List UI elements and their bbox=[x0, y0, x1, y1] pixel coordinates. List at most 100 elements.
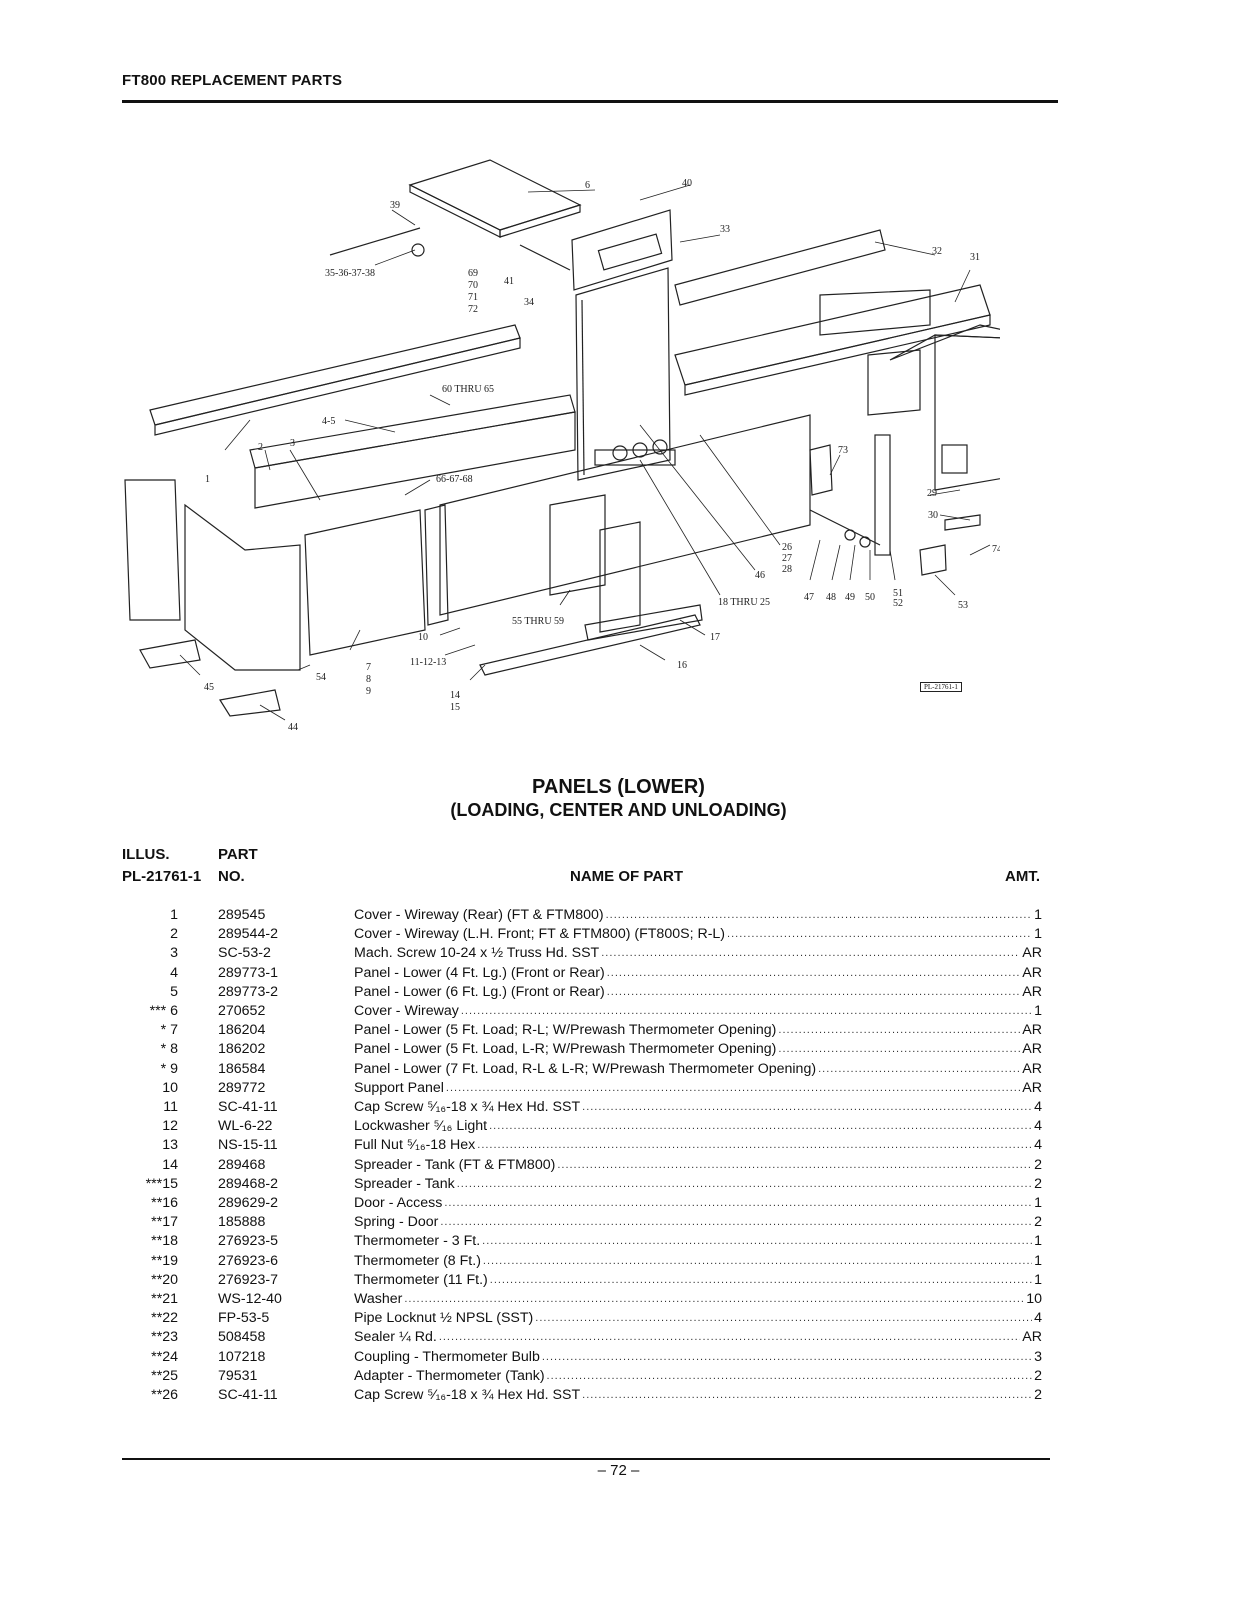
bracket-part bbox=[139, 639, 201, 669]
part-name-cell: Full Nut ⁵⁄₁₆-18 Hex 4 bbox=[354, 1136, 1042, 1155]
part-name-cell: Washer10 bbox=[354, 1290, 1042, 1309]
part-name-cell: Door - Access1 bbox=[354, 1194, 1042, 1213]
illus-number: 12 bbox=[162, 1118, 178, 1135]
illus-number: ***15 bbox=[145, 1175, 178, 1192]
rear-wireway-part bbox=[674, 229, 886, 306]
part-name-cell: Panel - Lower (5 Ft. Load, L-R; W/Prewas… bbox=[354, 1040, 1042, 1059]
leader-dots bbox=[535, 1309, 1032, 1328]
part-number: SC-41-11 bbox=[218, 1099, 278, 1116]
callout-label: 46 bbox=[755, 570, 765, 581]
part-name-cell: Spreader - Tank 2 bbox=[354, 1175, 1042, 1194]
table-row: ***15 289468-2 Spreader - Tank 2 bbox=[122, 1175, 1042, 1194]
leader-dots bbox=[404, 1290, 1024, 1309]
callout-label: 11-12-13 bbox=[410, 657, 446, 668]
callout-label: 66-67-68 bbox=[436, 474, 473, 485]
leader-dots bbox=[542, 1348, 1032, 1367]
leader-dots bbox=[778, 1040, 1020, 1059]
part-number: WS-12-40 bbox=[218, 1291, 282, 1308]
part-name: Cover - Wireway (L.H. Front; FT & FTM800… bbox=[354, 926, 726, 943]
part-amount: 1 bbox=[1034, 907, 1042, 923]
callout-label: 17 bbox=[710, 632, 720, 643]
callout-label: 31 bbox=[970, 252, 980, 263]
part-amount: 2 bbox=[1034, 1214, 1042, 1231]
part-name: Thermometer (11 Ft.) bbox=[354, 1271, 488, 1288]
part-name: Cover - Wireway bbox=[354, 1003, 459, 1020]
illus-number: **18 bbox=[151, 1233, 178, 1250]
part-name-cell: Mach. Screw 10-24 x ½ Truss Hd. SSTAR bbox=[354, 944, 1042, 963]
part-number: 289544-2 bbox=[218, 926, 278, 943]
page-number: – 72 – bbox=[597, 1462, 640, 1479]
col-part-line2: NO. bbox=[218, 868, 245, 885]
part-amount: AR bbox=[1022, 1329, 1042, 1346]
part-name: Panel - Lower (4 Ft. Lg.) (Front or Rear… bbox=[354, 964, 605, 981]
table-row: **21 WS-12-40 Washer10 bbox=[122, 1290, 1042, 1309]
part-number: 276923-6 bbox=[218, 1252, 278, 1269]
leader-dots bbox=[477, 1136, 1032, 1155]
col-amount: AMT. bbox=[1005, 868, 1040, 885]
part-name-cell: Thermometer (11 Ft.)1 bbox=[354, 1271, 1042, 1290]
part-number: SC-53-2 bbox=[218, 945, 271, 962]
part-amount: 2 bbox=[1034, 1156, 1042, 1173]
part-number: 289468-2 bbox=[218, 1175, 278, 1192]
callout-label: 35-36-37-38 bbox=[325, 268, 375, 279]
col-name-of-part: NAME OF PART bbox=[570, 868, 684, 885]
callout-label: 14 bbox=[450, 690, 460, 701]
part-name: Pipe Locknut ½ NPSL (SST) bbox=[354, 1310, 534, 1327]
illus-number: 4 bbox=[170, 964, 178, 981]
part-number: 508458 bbox=[218, 1329, 266, 1346]
col-illus-line2: PL-21761-1 bbox=[122, 868, 202, 885]
part-name-cell: Cover - Wireway (Rear) (FT & FTM800)1 bbox=[354, 906, 1042, 925]
callout-label: 4-5 bbox=[322, 416, 335, 427]
part-name: Panel - Lower (6 Ft. Lg.) (Front or Rear… bbox=[354, 983, 605, 1000]
leader-dots bbox=[440, 1213, 1032, 1232]
illus-number: **19 bbox=[151, 1252, 178, 1269]
leader-dots bbox=[818, 1060, 1020, 1079]
part-name-cell: Panel - Lower (4 Ft. Lg.) (Front or Rear… bbox=[354, 964, 1042, 983]
illus-number: **25 bbox=[151, 1367, 178, 1384]
leader-dots bbox=[607, 983, 1021, 1002]
callout-label: 54 bbox=[316, 672, 326, 683]
part-name: Full Nut ⁵⁄₁₆-18 Hex bbox=[354, 1137, 476, 1154]
part-amount: 2 bbox=[1034, 1175, 1042, 1192]
part-amount: AR bbox=[1022, 983, 1042, 1000]
part-name-cell: Cover - Wireway 1 bbox=[354, 1002, 1042, 1021]
part-amount: 1 bbox=[1034, 1003, 1042, 1020]
illus-number: **21 bbox=[151, 1291, 178, 1308]
part-name-cell: Spreader - Tank (FT & FTM800)2 bbox=[354, 1156, 1042, 1175]
callout-label: 27 bbox=[782, 553, 792, 564]
illus-number: * 7 bbox=[160, 1022, 178, 1039]
part-number: 270652 bbox=[218, 1003, 266, 1020]
callout-label: 1 bbox=[205, 474, 210, 485]
illus-number: **16 bbox=[151, 1195, 178, 1212]
section-title-block: PANELS (LOWER) (LOADING, CENTER AND UNLO… bbox=[0, 775, 1237, 821]
spreader-part bbox=[479, 614, 701, 676]
callout-label: 48 bbox=[826, 592, 836, 603]
left-end-panel-part bbox=[124, 479, 181, 621]
part-name: Spreader - Tank bbox=[354, 1175, 455, 1192]
callout-label: 29 bbox=[927, 488, 937, 499]
part-name: Coupling - Thermometer Bulb bbox=[354, 1348, 540, 1365]
part-name: Adapter - Thermometer (Tank) bbox=[354, 1367, 545, 1384]
callout-label: 10 bbox=[418, 632, 428, 643]
part-amount: 1 bbox=[1034, 926, 1042, 943]
part-number: 276923-5 bbox=[218, 1233, 278, 1250]
part-name: Sealer ¼ Rd. bbox=[354, 1329, 437, 1346]
part-name-cell: Adapter - Thermometer (Tank)2 bbox=[354, 1367, 1042, 1386]
part-amount: 4 bbox=[1034, 1310, 1042, 1327]
callout-label: 6 bbox=[585, 180, 590, 191]
leader-dots bbox=[557, 1156, 1032, 1175]
part-name-cell: Cover - Wireway (L.H. Front; FT & FTM800… bbox=[354, 925, 1042, 944]
part-amount: 4 bbox=[1034, 1137, 1042, 1154]
part-amount: AR bbox=[1022, 1041, 1042, 1058]
